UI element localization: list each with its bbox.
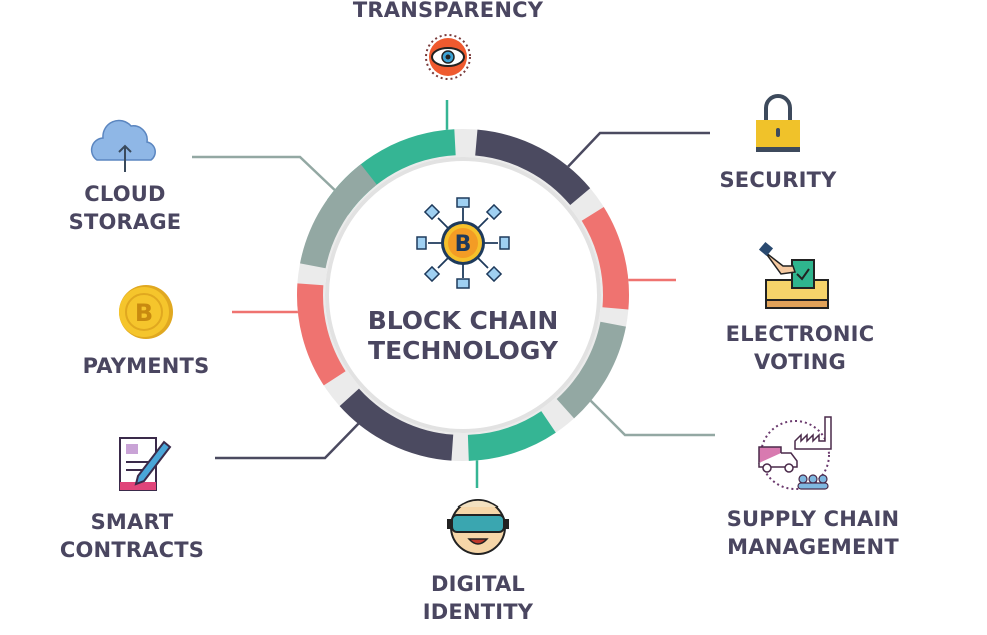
ring-segment-red — [581, 207, 630, 310]
ring-segment-gray — [556, 321, 626, 419]
label-line: DIGITAL — [430, 572, 526, 596]
ring-segment-teal — [467, 411, 556, 461]
center-title: BLOCK CHAIN TECHNOLOGY — [322, 306, 604, 366]
label-payments: PAYMENTS — [66, 352, 226, 380]
svg-text:B: B — [135, 299, 153, 327]
label-line: STORAGE — [68, 210, 182, 234]
contract-pen-icon — [119, 437, 172, 491]
ring-segment-dark — [475, 129, 591, 206]
supply-chain-icon — [758, 416, 832, 490]
padlock-icon — [756, 94, 800, 152]
label-smart-contracts: SMART CONTRACTS — [42, 508, 222, 564]
vr-face-icon — [447, 499, 509, 555]
label-security: SECURITY — [698, 166, 858, 194]
eye-icon — [425, 34, 471, 80]
ring-segment-dark — [339, 388, 454, 461]
label-line: CONTRACTS — [59, 538, 205, 562]
connector-smart-contracts — [215, 419, 363, 460]
connector-security — [562, 131, 710, 173]
label-supply-chain: SUPPLY CHAIN MANAGEMENT — [700, 505, 926, 561]
label-line: SMART — [90, 510, 174, 534]
connector-supply-chain — [587, 397, 715, 437]
label-line: SECURITY — [719, 168, 837, 192]
inner-disc — [325, 157, 601, 433]
label-line: CLOUD — [84, 182, 166, 206]
ballot-box-icon — [758, 241, 829, 309]
center-title-line1: BLOCK CHAIN — [367, 306, 559, 335]
ring-segment-gray — [300, 164, 377, 269]
label-electronic-voting: ELECTRONIC VOTING — [700, 320, 900, 376]
label-line: PAYMENTS — [82, 354, 210, 378]
center-title-line2: TECHNOLOGY — [368, 336, 558, 365]
label-line: IDENTITY — [422, 600, 534, 624]
bitcoin-network-icon: B — [416, 197, 510, 289]
label-line: TRANSPARENCY — [352, 0, 544, 22]
label-line: VOTING — [754, 350, 846, 374]
label-digital-identity: DIGITAL IDENTITY — [398, 570, 558, 626]
label-line: SUPPLY CHAIN — [726, 507, 900, 531]
label-line: ELECTRONIC — [725, 322, 875, 346]
connector-cloud-storage — [192, 155, 341, 196]
ring-segment-red — [296, 283, 346, 386]
label-transparency: TRANSPARENCY — [338, 0, 558, 24]
label-cloud-storage: CLOUD STORAGE — [45, 180, 205, 236]
svg-text:B: B — [455, 232, 472, 257]
cloud-upload-icon — [90, 119, 156, 172]
label-line: MANAGEMENT — [727, 535, 899, 559]
coin-icon: B — [119, 285, 173, 339]
